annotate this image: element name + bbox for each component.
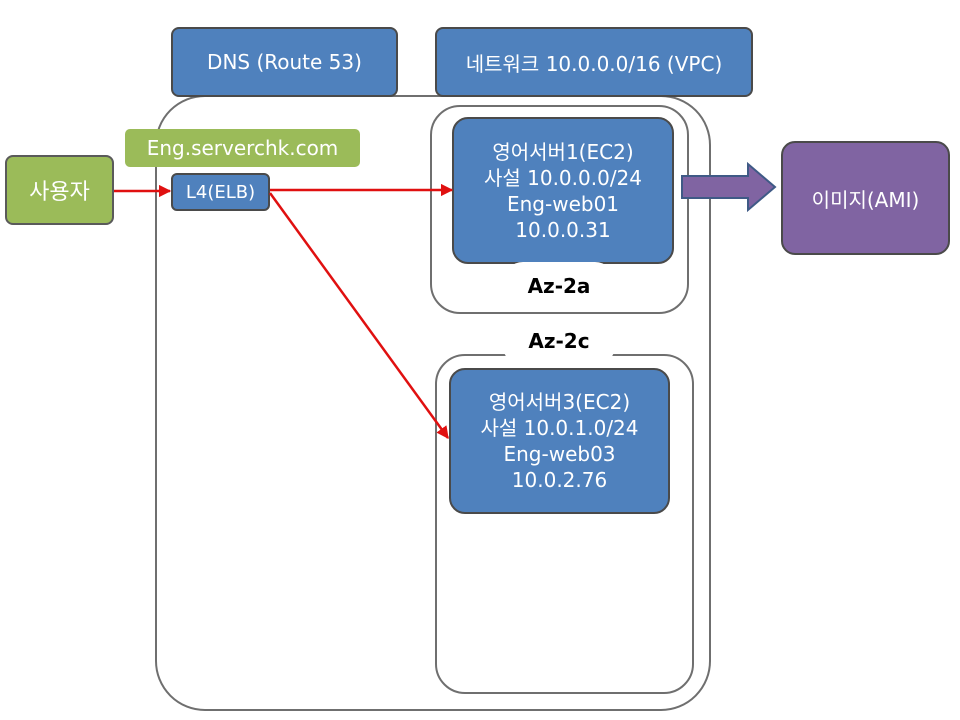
server3-box: 영어서버3(EC2) 사설 10.0.1.0/24 Eng-web03 10.0… [449,368,670,514]
server1-ip: 10.0.0.31 [515,217,611,242]
server1-subnet: 사설 10.0.0.0/24 [483,165,643,190]
elb-to-server3-arrow [268,192,450,440]
az-2a-frame [430,105,689,314]
server1-name: 영어서버1(EC2) [492,139,634,164]
vpc-box: 네트워크 10.0.0.0/16 (VPC) [435,27,753,97]
server3-ip: 10.0.2.76 [511,468,608,492]
domain-label: Eng.serverchk.com [146,136,339,160]
server3-subnet: 사설 10.0.1.0/24 [480,416,639,440]
user-label: 사용자 [29,180,90,205]
user-box: 사용자 [5,155,114,225]
elb-box: L4(ELB) [171,173,270,211]
server3-name: 영어서버3(EC2) [488,390,631,414]
vpc-label: 네트워크 10.0.0.0/16 (VPC) [465,51,723,76]
az-2a-text: Az-2a [527,274,591,298]
az-2c-label: Az-2c [503,316,615,366]
server1-to-ami-arrow [681,161,777,213]
elb-label: L4(ELB) [185,181,256,203]
vpc-frame [155,95,711,711]
ami-box: 이미지(AMI) [781,141,950,255]
dns-box: DNS (Route 53) [171,27,398,97]
domain-label-box: Eng.serverchk.com [125,129,360,167]
az-2a-label: Az-2a [503,262,615,310]
ami-label: 이미지(AMI) [811,187,920,212]
server1-box: 영어서버1(EC2) 사설 10.0.0.0/24 Eng-web01 10.0… [452,117,674,264]
dns-label: DNS (Route 53) [207,50,362,74]
az-2c-text: Az-2c [528,329,590,353]
server1-hostname: Eng-web01 [506,191,620,216]
server3-hostname: Eng-web03 [503,442,616,466]
